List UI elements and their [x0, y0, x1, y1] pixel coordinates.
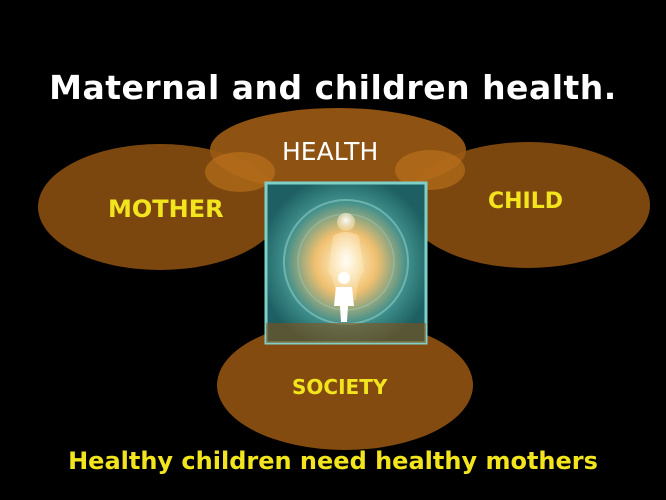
society-label: SOCIETY — [292, 375, 388, 399]
child-label: CHILD — [488, 189, 564, 214]
overlap-right — [395, 150, 465, 190]
mother-label: MOTHER — [108, 195, 224, 223]
caption: Healthy children need healthy mothers — [68, 447, 598, 475]
overlap-left — [205, 152, 275, 192]
mother-child-image — [264, 181, 428, 345]
child-ellipse — [406, 142, 650, 268]
health-label: HEALTH — [282, 137, 379, 166]
slide-title: Maternal and children health. — [49, 68, 617, 107]
society-ellipse — [217, 320, 473, 450]
